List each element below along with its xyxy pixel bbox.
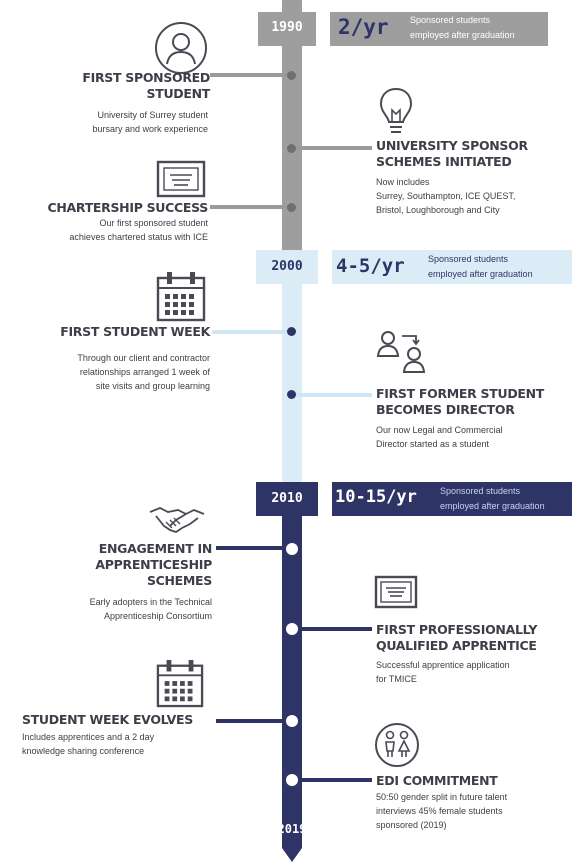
gender-icon [375, 723, 419, 767]
calendar-icon [156, 659, 204, 708]
milestone-week-evolves-title: STUDENT WEEK EVOLVES [22, 712, 193, 727]
lightbulb-icon [379, 87, 413, 133]
milestone-student-week-title: FIRST STUDENT WEEK [60, 324, 210, 339]
timeline-spine-2000s [282, 262, 302, 498]
decade-2000-year-box [256, 250, 318, 284]
calendar-icon [156, 272, 206, 322]
decade-2010-rate: 10-15/yr [335, 487, 417, 507]
decade-2010-rate-box [332, 482, 572, 516]
decade-2010-year-box [256, 482, 318, 516]
handshake-icon [149, 507, 205, 533]
timeline-dot [287, 203, 296, 212]
connector-line [292, 778, 372, 782]
end-year-label: 2019 [277, 822, 307, 836]
timeline-dot [286, 543, 298, 555]
decade-1990-rate-box [330, 12, 548, 46]
connector-line [212, 330, 292, 334]
connector-line [292, 393, 372, 397]
connector-line [216, 719, 292, 723]
timeline-arrow-tip [282, 826, 302, 862]
people-swap-icon [376, 331, 426, 373]
decade-2000-year: 2000 [271, 259, 303, 274]
timeline-dot [287, 327, 296, 336]
decade-1990-rate: 2/yr [338, 15, 389, 39]
connector-line [210, 205, 292, 209]
timeline-spine-2010s [282, 498, 302, 828]
decade-2000-rate: 4-5/yr [336, 255, 405, 277]
decade-2010-year: 2010 [271, 491, 303, 506]
timeline-dot [287, 144, 296, 153]
decade-1990-year: 1990 [271, 20, 303, 35]
connector-line [216, 546, 292, 550]
timeline-dot [286, 774, 298, 786]
timeline-spine-1990s [282, 0, 302, 262]
person-icon [155, 22, 207, 74]
timeline-dot [286, 623, 298, 635]
certificate-icon [374, 575, 418, 609]
timeline-dot [286, 715, 298, 727]
connector-line [210, 73, 292, 77]
certificate-icon [156, 160, 206, 198]
decade-2000-rate-box [332, 250, 572, 284]
connector-line [292, 627, 372, 631]
milestone-edi-title: EDI COMMITMENT [376, 773, 498, 788]
connector-line [292, 146, 372, 150]
timeline-dot [287, 390, 296, 399]
timeline-dot [287, 71, 296, 80]
milestone-chartership-title: CHARTERSHIP SUCCESS [47, 200, 209, 215]
decade-1990-year-box [258, 12, 316, 46]
